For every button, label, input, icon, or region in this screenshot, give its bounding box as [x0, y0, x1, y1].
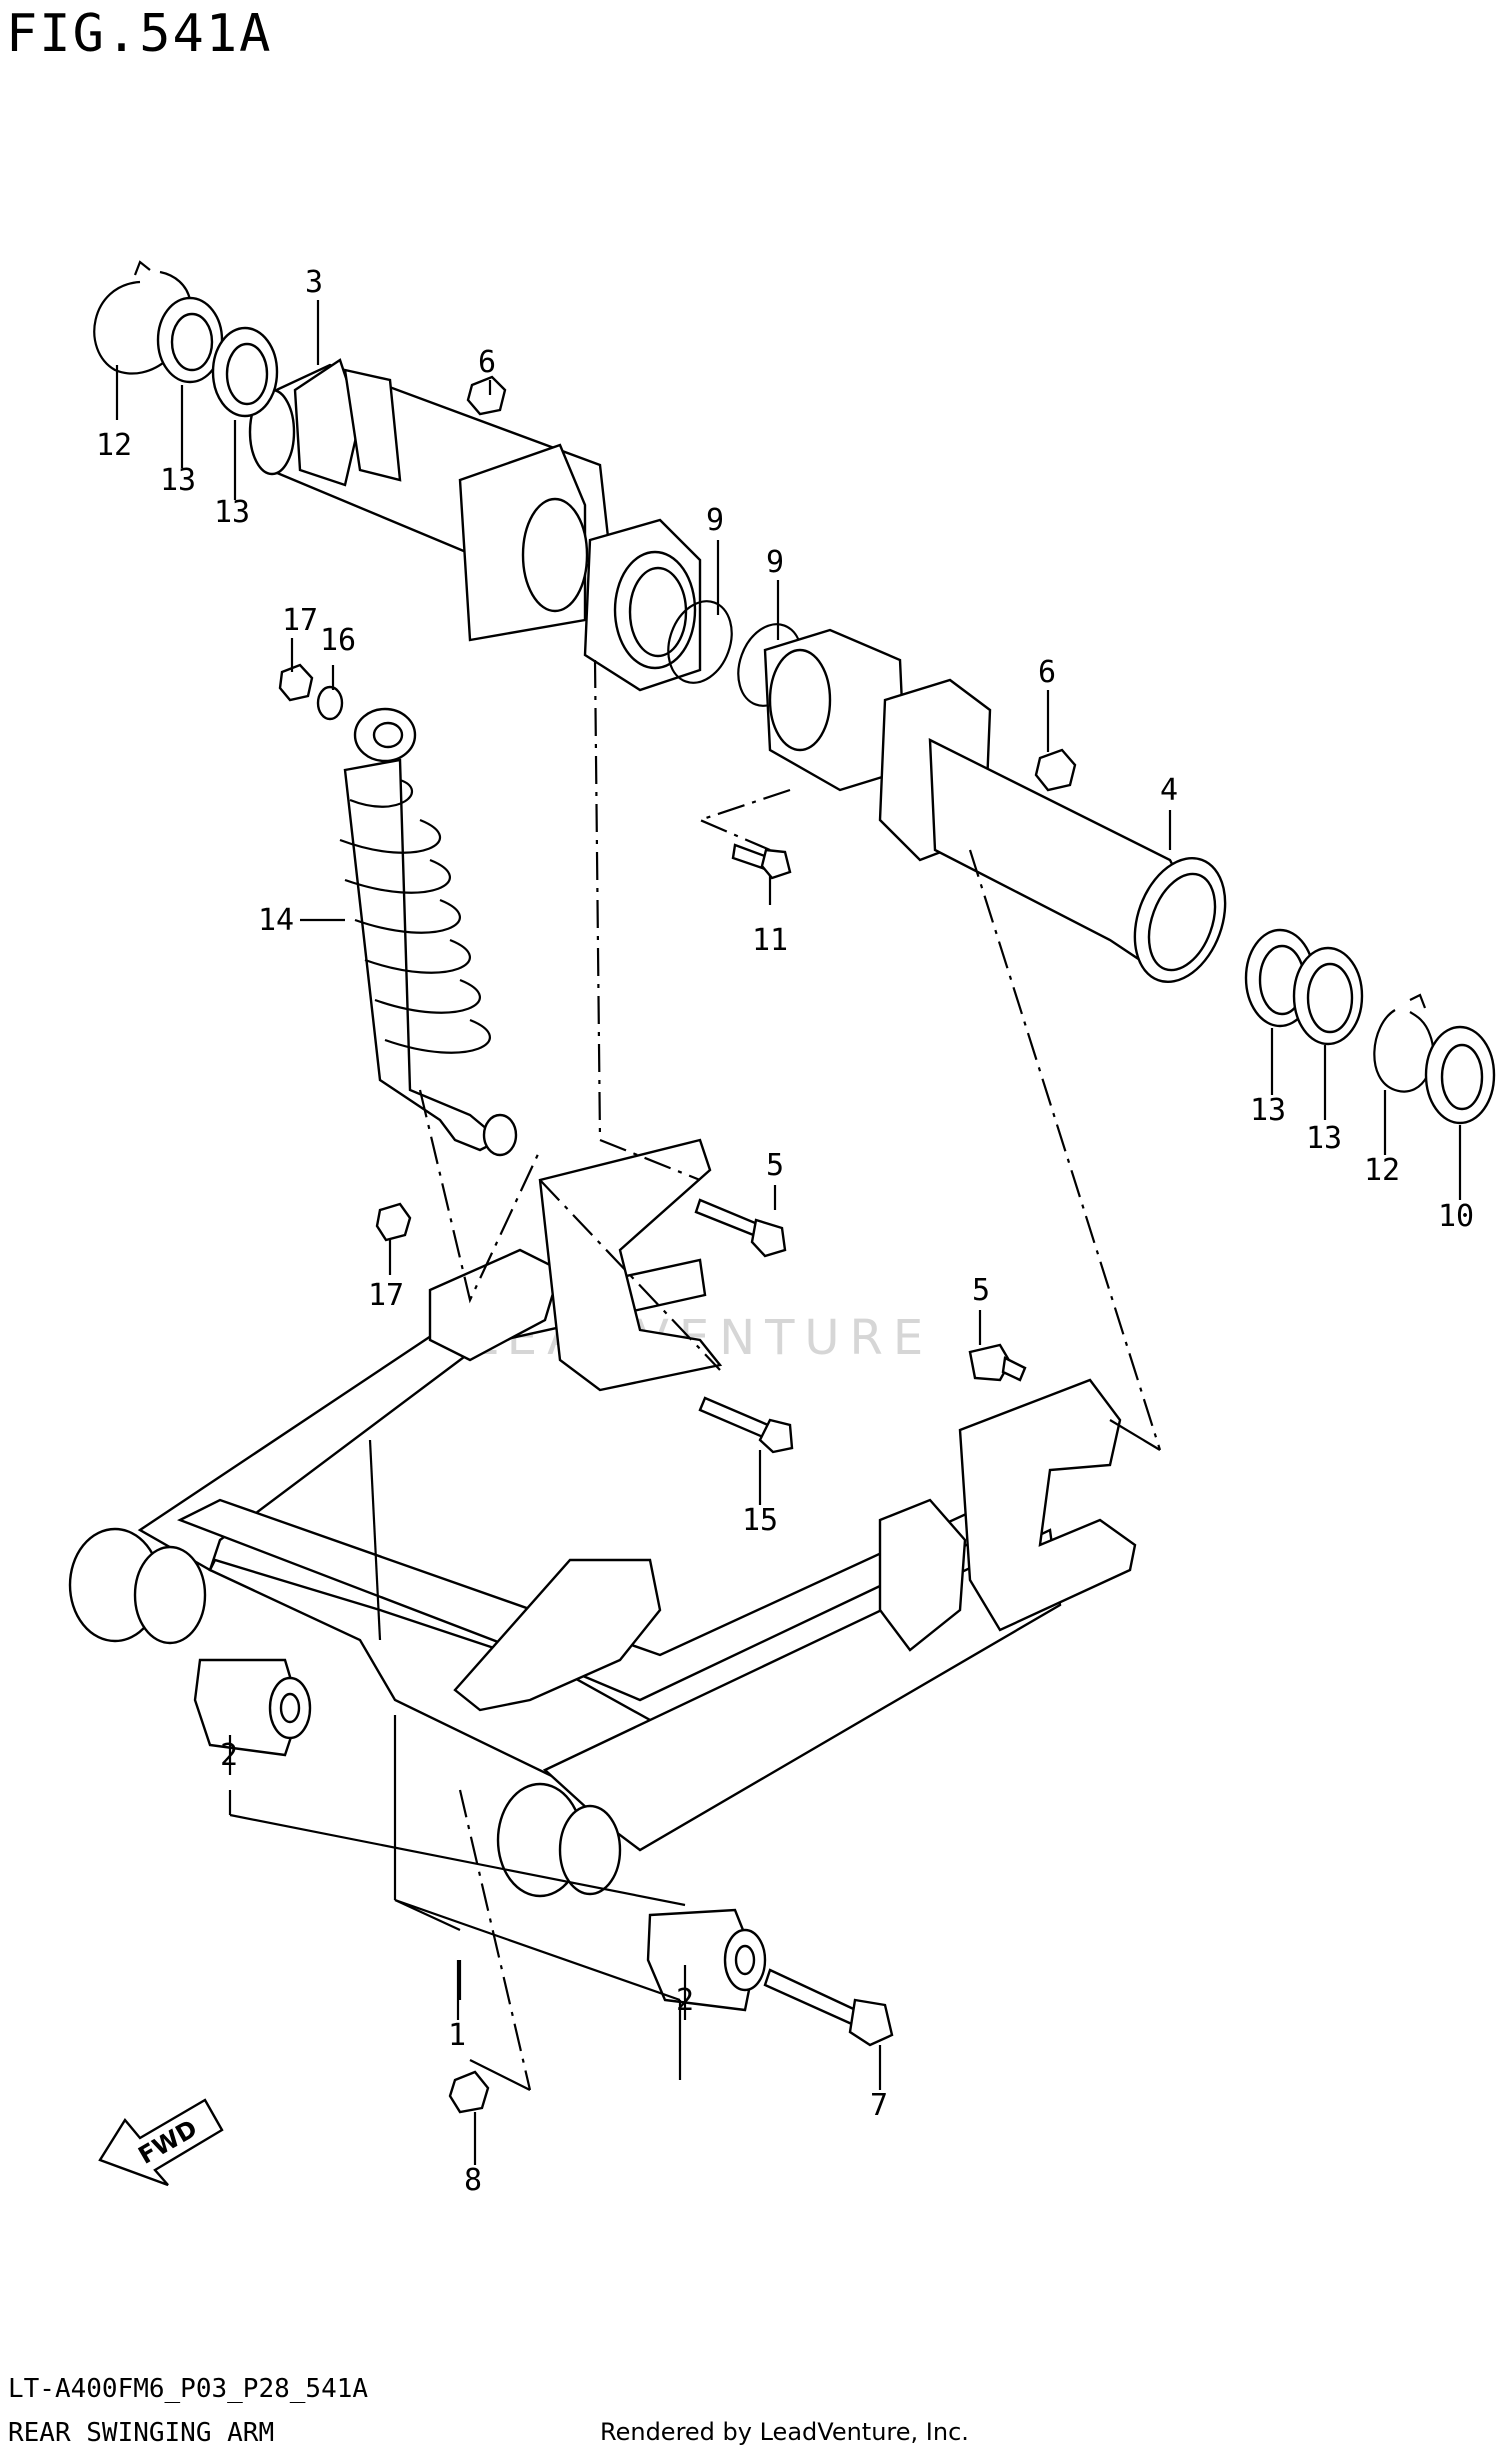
- leader-lines: [115, 300, 1462, 2165]
- callout-2-right: 2: [676, 1983, 694, 2018]
- oil-seal[interactable]: [1424, 1025, 1496, 1125]
- swing-arm-pivot-left[interactable]: [68, 1527, 207, 1645]
- bolt-11[interactable]: [731, 843, 792, 880]
- callout-12-right: 12: [1364, 1153, 1400, 1188]
- callout-17-lower: 17: [368, 1278, 404, 1313]
- shock-nut-upper[interactable]: [278, 663, 314, 702]
- credit-text: Rendered by LeadVenture, Inc.: [600, 2418, 969, 2446]
- rear-shock-absorber[interactable]: [339, 707, 518, 1157]
- nut-upper[interactable]: [466, 375, 507, 416]
- bearing-right-inner[interactable]: [1292, 946, 1364, 1046]
- figure-title: FIG.541A: [6, 4, 273, 64]
- pivot-nut[interactable]: [448, 2070, 490, 2114]
- callout-12-left: 12: [96, 428, 132, 463]
- bolt-5-upper[interactable]: [694, 1198, 787, 1258]
- callout-5-right: 5: [972, 1273, 990, 1308]
- shock-nut-lower[interactable]: [375, 1202, 412, 1242]
- snap-ring-left[interactable]: [93, 260, 192, 375]
- callout-16: 16: [320, 623, 356, 658]
- callout-13-right-b: 13: [1306, 1121, 1342, 1156]
- o-ring-left[interactable]: [657, 592, 742, 691]
- callout-1: 1: [448, 2018, 466, 2053]
- nut-right[interactable]: [1034, 748, 1077, 792]
- axle-housing-left[interactable]: [248, 358, 702, 692]
- bolt-15[interactable]: [698, 1396, 794, 1454]
- bushing-left[interactable]: [193, 1658, 312, 1757]
- callout-6-right: 6: [1038, 655, 1056, 690]
- callout-4: 4: [1160, 773, 1178, 808]
- callout-3: 3: [305, 265, 323, 300]
- bearing-left-outer[interactable]: [156, 296, 224, 384]
- snap-ring-right[interactable]: [1373, 993, 1435, 1093]
- callout-11: 11: [752, 923, 788, 958]
- callout-2-left: 2: [220, 1738, 238, 1773]
- callout-13-left-b: 13: [214, 495, 250, 530]
- bolt-5-right[interactable]: [968, 1343, 1027, 1382]
- callout-17-upper: 17: [282, 603, 318, 638]
- callout-8: 8: [464, 2163, 482, 2198]
- callout-5-upper: 5: [766, 1148, 784, 1183]
- section-name: REAR SWINGING ARM: [8, 2418, 275, 2448]
- swing-arm-pivot-right[interactable]: [496, 1782, 622, 1898]
- callout-13-right-a: 13: [1250, 1093, 1286, 1128]
- callout-6-upper: 6: [478, 345, 496, 380]
- guide-lines: [228, 659, 1162, 2091]
- callout-13-left-a: 13: [160, 463, 196, 498]
- forward-direction-arrow: FWD: [98, 2098, 224, 2187]
- callout-7: 7: [870, 2088, 888, 2123]
- bushing-right[interactable]: [646, 1908, 767, 2012]
- callout-15: 15: [742, 1503, 778, 1538]
- callout-10: 10: [1438, 1199, 1474, 1234]
- callout-9-left: 9: [706, 503, 724, 538]
- pivot-bolt[interactable]: [763, 1968, 894, 2047]
- callout-9-right: 9: [766, 545, 784, 580]
- bearing-left-inner[interactable]: [211, 326, 279, 418]
- callout-labels: 3 6 12 13 13 9 9 17 16 6 4 14 11 13 13 1…: [96, 265, 1474, 2198]
- swing-arm[interactable]: [137, 1138, 1137, 1852]
- callout-14: 14: [258, 903, 294, 938]
- axle-housing-right[interactable]: [763, 628, 1241, 995]
- shock-washer[interactable]: [316, 685, 344, 721]
- model-code: LT-A400FM6_P03_P28_541A: [8, 2374, 369, 2404]
